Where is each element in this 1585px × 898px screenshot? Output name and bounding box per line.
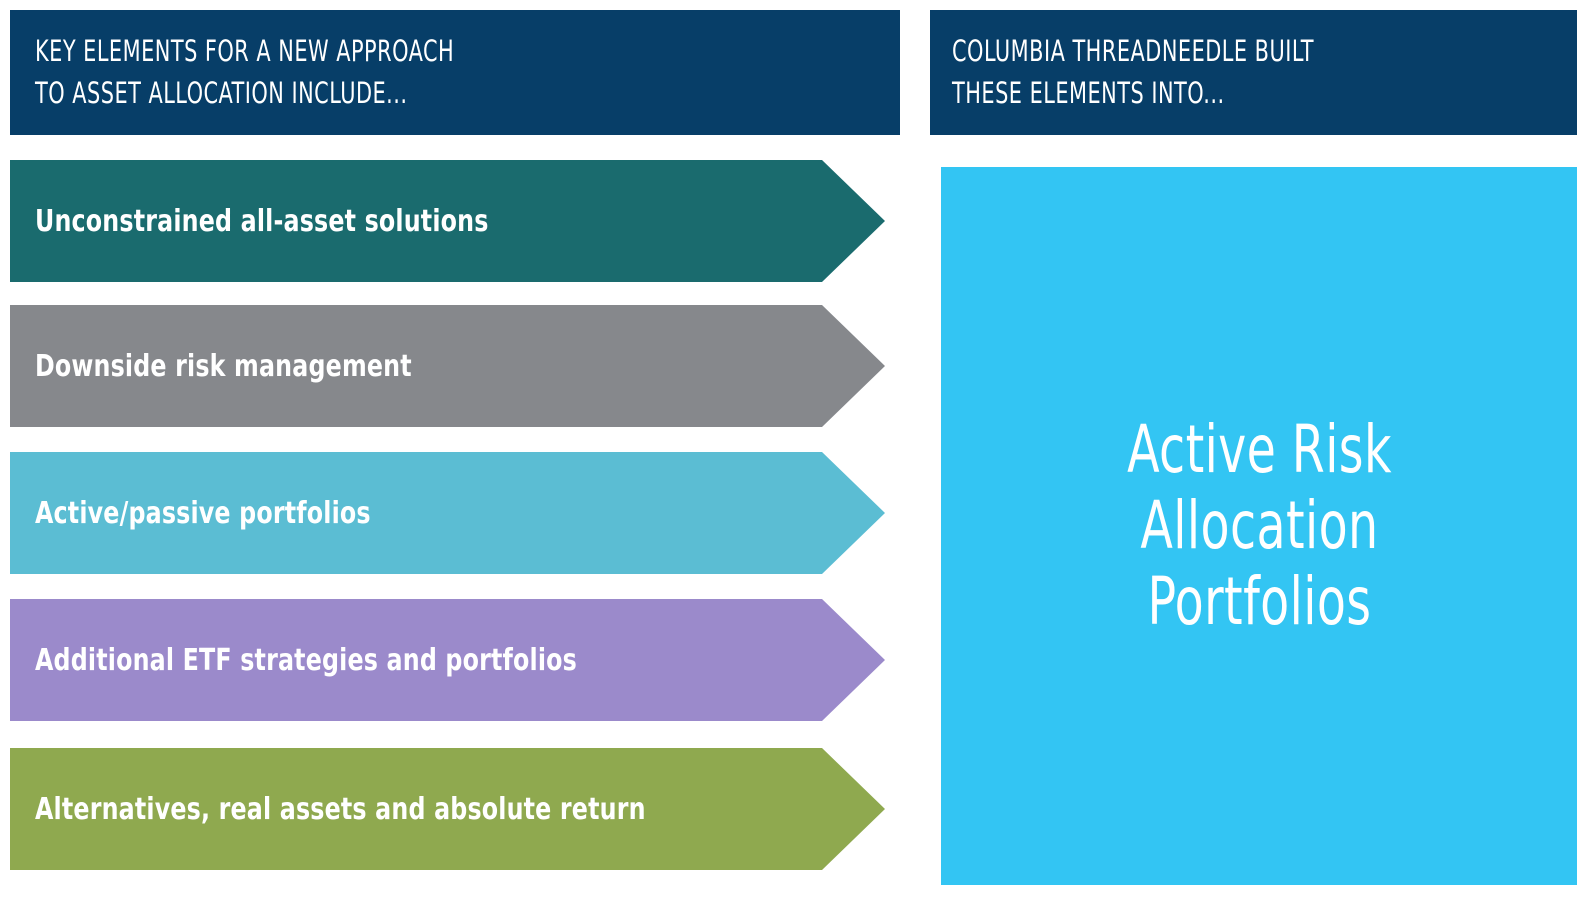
outcome-title: Active Risk Allocation Portfolios: [1127, 412, 1392, 640]
key-element-arrow-4[interactable]: Additional ETF strategies and portfolios: [10, 599, 885, 721]
left-column-header: KEY ELEMENTS FOR A NEW APPROACH TO ASSET…: [10, 10, 900, 135]
key-element-arrow-3[interactable]: Active/passive portfolios: [10, 452, 885, 574]
arrow-shape-1: [10, 160, 885, 282]
outcome-line-2: Allocation: [1139, 487, 1379, 565]
arrow-shape-4: [10, 599, 885, 721]
arrow-shape-2: [10, 305, 885, 427]
right-header-line-2: THESE ELEMENTS INTO...: [952, 75, 1225, 110]
key-element-arrow-2[interactable]: Downside risk management: [10, 305, 885, 427]
outcome-panel[interactable]: Active Risk Allocation Portfolios: [941, 167, 1577, 885]
right-header-line-1: COLUMBIA THREADNEEDLE BUILT: [952, 34, 1314, 69]
key-element-label-3: Active/passive portfolios: [35, 495, 371, 531]
outcome-line-1: Active Risk: [1126, 411, 1392, 489]
key-element-label-1: Unconstrained all-asset solutions: [35, 203, 489, 239]
key-element-arrow-5[interactable]: Alternatives, real assets and absolute r…: [10, 748, 885, 870]
outcome-line-3: Portfolios: [1147, 562, 1371, 640]
left-header-line-1: KEY ELEMENTS FOR A NEW APPROACH: [35, 34, 455, 69]
key-element-label-2: Downside risk management: [35, 348, 412, 384]
left-header-line-2: TO ASSET ALLOCATION INCLUDE...: [35, 75, 408, 110]
key-element-label-4: Additional ETF strategies and portfolios: [35, 642, 577, 678]
key-element-label-5: Alternatives, real assets and absolute r…: [35, 791, 646, 827]
right-column-header: COLUMBIA THREADNEEDLE BUILT THESE ELEMEN…: [930, 10, 1577, 135]
arrow-shape-3: [10, 452, 885, 574]
key-element-arrow-1[interactable]: Unconstrained all-asset solutions: [10, 160, 885, 282]
arrow-shape-5: [10, 748, 885, 870]
